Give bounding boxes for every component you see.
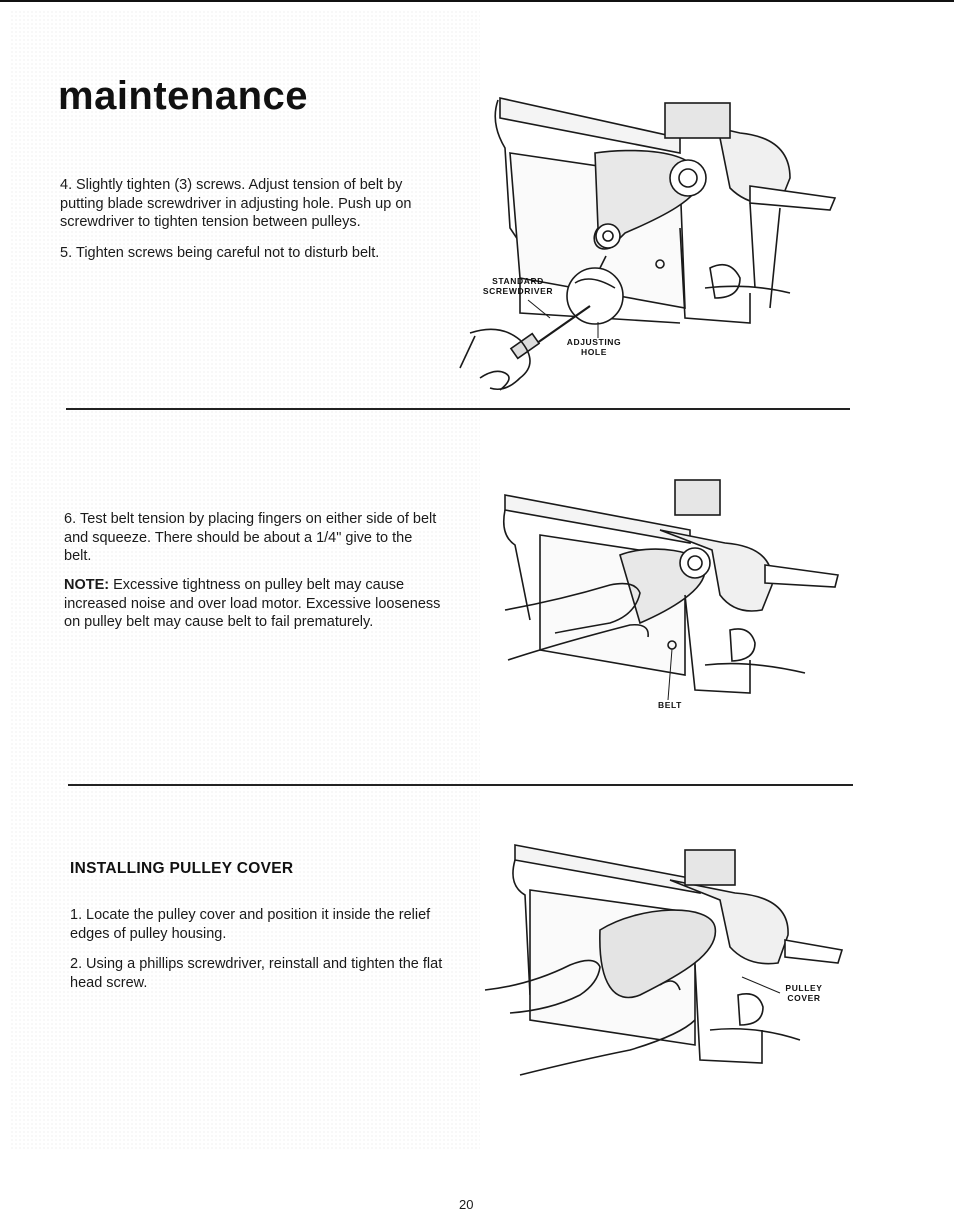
step-text: Locate the pulley cover and position it … (70, 907, 431, 942)
step-text: Using a phillips screwdriver, reinstall … (70, 956, 443, 991)
pulley-cover-install-illustration (484, 844, 844, 1076)
step-1: 1.Locate the pulley cover and position i… (70, 906, 460, 943)
standard-screwdriver-label: STANDARD SCREWDRIVER (482, 276, 554, 296)
step-4: 4.Slightly tighten (3) screws. Adjust te… (60, 176, 445, 232)
top-page-rule (0, 0, 954, 2)
step-number: 2. (70, 956, 83, 972)
step-5: 5.Tighten screws being careful not to di… (60, 244, 445, 263)
note-label: NOTE: (64, 577, 110, 593)
page-title: maintenance (58, 74, 309, 118)
section-divider (68, 784, 853, 786)
belt-label: BELT (658, 700, 682, 710)
section-divider (66, 408, 850, 410)
step-number: 1. (70, 907, 83, 923)
page-number: 20 (459, 1197, 474, 1212)
step-number: 5. (60, 245, 73, 261)
step-text: Slightly tighten (3) screws. Adjust tens… (60, 177, 412, 230)
label-line: PULLEY (785, 983, 823, 993)
step-2: 2.Using a phillips screwdriver, reinstal… (70, 955, 460, 992)
label-line: STANDARD (492, 276, 544, 286)
step-text: Test belt tension by placing fingers on … (64, 511, 437, 564)
label-line: COVER (787, 993, 821, 1003)
section-heading: INSTALLING PULLEY COVER (70, 860, 294, 877)
step-text: Tighten screws being careful not to dist… (76, 245, 380, 261)
belt-adjust-illustration (459, 97, 837, 391)
note-paragraph: NOTE: Excessive tightness on pulley belt… (64, 576, 442, 632)
label-line: HOLE (580, 347, 607, 357)
step-number: 4. (60, 177, 73, 193)
step-6: 6.Test belt tension by placing fingers o… (64, 510, 442, 566)
note-text: Excessive tightness on pulley belt may c… (64, 577, 441, 630)
adjusting-hole-label: ADJUSTING HOLE (563, 337, 625, 357)
label-line: ADJUSTING (566, 337, 622, 347)
pulley-cover-label: PULLEY COVER (784, 983, 824, 1003)
belt-tension-test-illustration (502, 479, 839, 701)
step-number: 6. (64, 511, 77, 527)
label-line: SCREWDRIVER (482, 286, 554, 296)
